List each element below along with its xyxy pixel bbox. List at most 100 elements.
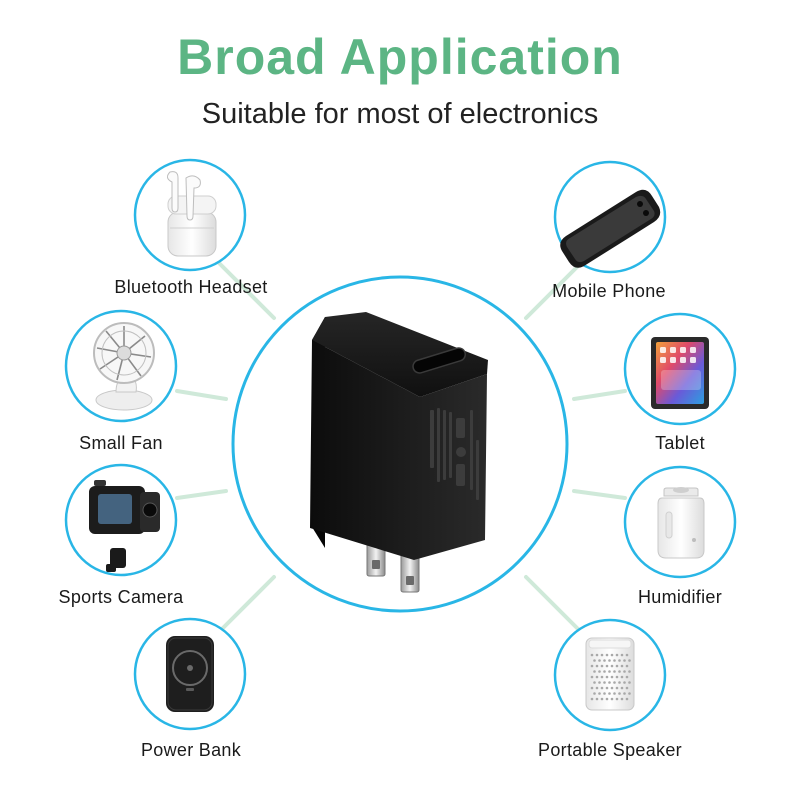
speaker-grille-hole bbox=[615, 664, 619, 668]
speaker-grille-hole bbox=[620, 675, 624, 679]
speaker-grille-hole bbox=[600, 697, 604, 701]
speaker-grille-hole bbox=[603, 681, 606, 684]
speaker-grille-hole bbox=[605, 664, 609, 668]
speaker-grille-hole bbox=[603, 670, 606, 673]
speaker-grille-hole bbox=[608, 670, 611, 673]
speaker-grille-hole bbox=[590, 675, 594, 679]
tablet-icon bbox=[651, 337, 709, 409]
speaker-grille-hole bbox=[595, 675, 599, 679]
speaker-grille-hole bbox=[615, 653, 619, 657]
speaker-grille-hole bbox=[625, 653, 629, 657]
speaker-grille-hole bbox=[598, 681, 601, 684]
speaker-grille-hole bbox=[615, 697, 619, 701]
connector-line bbox=[572, 389, 627, 401]
usb-c-wall-charger-icon bbox=[310, 312, 488, 593]
speaker-grille-hole bbox=[618, 659, 621, 662]
speaker-grille-hole bbox=[590, 653, 594, 657]
connector-line bbox=[572, 489, 627, 500]
speaker-grille-hole bbox=[595, 653, 599, 657]
device-label: Power Bank bbox=[140, 740, 242, 760]
action-camera-icon bbox=[89, 480, 160, 572]
humidifier-icon bbox=[657, 487, 705, 559]
connector-line bbox=[524, 575, 583, 634]
device-label: Mobile Phone bbox=[552, 281, 666, 301]
speaker-grille-hole bbox=[615, 675, 619, 679]
speaker-grille-hole bbox=[610, 675, 614, 679]
speaker-grille-hole bbox=[590, 664, 594, 668]
speaker-grille-hole bbox=[620, 686, 624, 690]
earbuds-icon bbox=[166, 171, 217, 257]
speaker-grille-hole bbox=[618, 681, 621, 684]
connector-line bbox=[175, 489, 228, 500]
speaker-grille-hole bbox=[613, 659, 616, 662]
fan-icon bbox=[93, 322, 155, 411]
device-label: Small Fan bbox=[79, 433, 163, 453]
speaker-grille-hole bbox=[623, 692, 626, 695]
connector-lines bbox=[175, 261, 627, 634]
speaker-grille-hole bbox=[598, 670, 601, 673]
device-label: Tablet bbox=[655, 433, 705, 453]
speaker-grille-hole bbox=[620, 653, 624, 657]
device-label: Sports Camera bbox=[58, 587, 184, 607]
speaker-grille-hole bbox=[623, 659, 626, 662]
speaker-grille-hole bbox=[628, 681, 631, 684]
speaker-grille-hole bbox=[613, 681, 616, 684]
speaker-grille-hole bbox=[608, 692, 611, 695]
speaker-grille-hole bbox=[605, 697, 609, 701]
speaker-grille-hole bbox=[608, 681, 611, 684]
speaker-grille-hole bbox=[613, 692, 616, 695]
connector-line bbox=[175, 389, 228, 401]
power-bank-icon bbox=[166, 636, 214, 712]
speaker-grille-hole bbox=[628, 659, 631, 662]
smartphone-icon bbox=[560, 189, 661, 268]
speaker-grille-hole bbox=[605, 675, 609, 679]
speaker-icon bbox=[585, 637, 635, 711]
speaker-grille-hole bbox=[600, 686, 604, 690]
speaker-grille-hole bbox=[603, 659, 606, 662]
speaker-grille-hole bbox=[593, 681, 596, 684]
speaker-grille-hole bbox=[605, 653, 609, 657]
speaker-grille-hole bbox=[613, 670, 616, 673]
speaker-grille-hole bbox=[610, 686, 614, 690]
speaker-grille-hole bbox=[593, 670, 596, 673]
speaker-grille bbox=[590, 653, 631, 701]
speaker-grille-hole bbox=[618, 670, 621, 673]
speaker-grille-hole bbox=[625, 675, 629, 679]
speaker-grille-hole bbox=[595, 697, 599, 701]
speaker-grille-hole bbox=[625, 697, 629, 701]
speaker-grille-hole bbox=[610, 664, 614, 668]
page-subtitle: Suitable for most of electronics bbox=[201, 98, 599, 130]
speaker-grille-hole bbox=[608, 659, 611, 662]
speaker-grille-hole bbox=[620, 664, 624, 668]
speaker-grille-hole bbox=[600, 653, 604, 657]
speaker-grille-hole bbox=[595, 664, 599, 668]
speaker-grille-hole bbox=[598, 692, 601, 695]
speaker-grille-hole bbox=[615, 686, 619, 690]
speaker-grille-hole bbox=[595, 686, 599, 690]
speaker-grille-hole bbox=[618, 692, 621, 695]
speaker-grille-hole bbox=[625, 686, 629, 690]
speaker-grille-hole bbox=[593, 659, 596, 662]
speaker-grille-hole bbox=[600, 675, 604, 679]
speaker-grille-hole bbox=[605, 686, 609, 690]
speaker-grille-hole bbox=[625, 664, 629, 668]
speaker-grille-hole bbox=[590, 686, 594, 690]
speaker-grille-hole bbox=[610, 653, 614, 657]
speaker-grille-hole bbox=[628, 670, 631, 673]
speaker-grille-hole bbox=[623, 681, 626, 684]
speaker-grille-hole bbox=[610, 697, 614, 701]
speaker-grille-hole bbox=[590, 697, 594, 701]
device-label: Humidifier bbox=[637, 587, 723, 607]
page-title: Broad Application bbox=[177, 29, 623, 85]
speaker-grille-hole bbox=[620, 697, 624, 701]
connector-line bbox=[217, 261, 276, 320]
speaker-grille-hole bbox=[628, 692, 631, 695]
speaker-grille-hole bbox=[623, 670, 626, 673]
device-label: Portable Speaker bbox=[538, 740, 682, 760]
connector-line bbox=[217, 575, 276, 634]
speaker-grille-hole bbox=[603, 692, 606, 695]
speaker-grille-hole bbox=[600, 664, 604, 668]
device-label: Bluetooth Headset bbox=[114, 277, 268, 297]
